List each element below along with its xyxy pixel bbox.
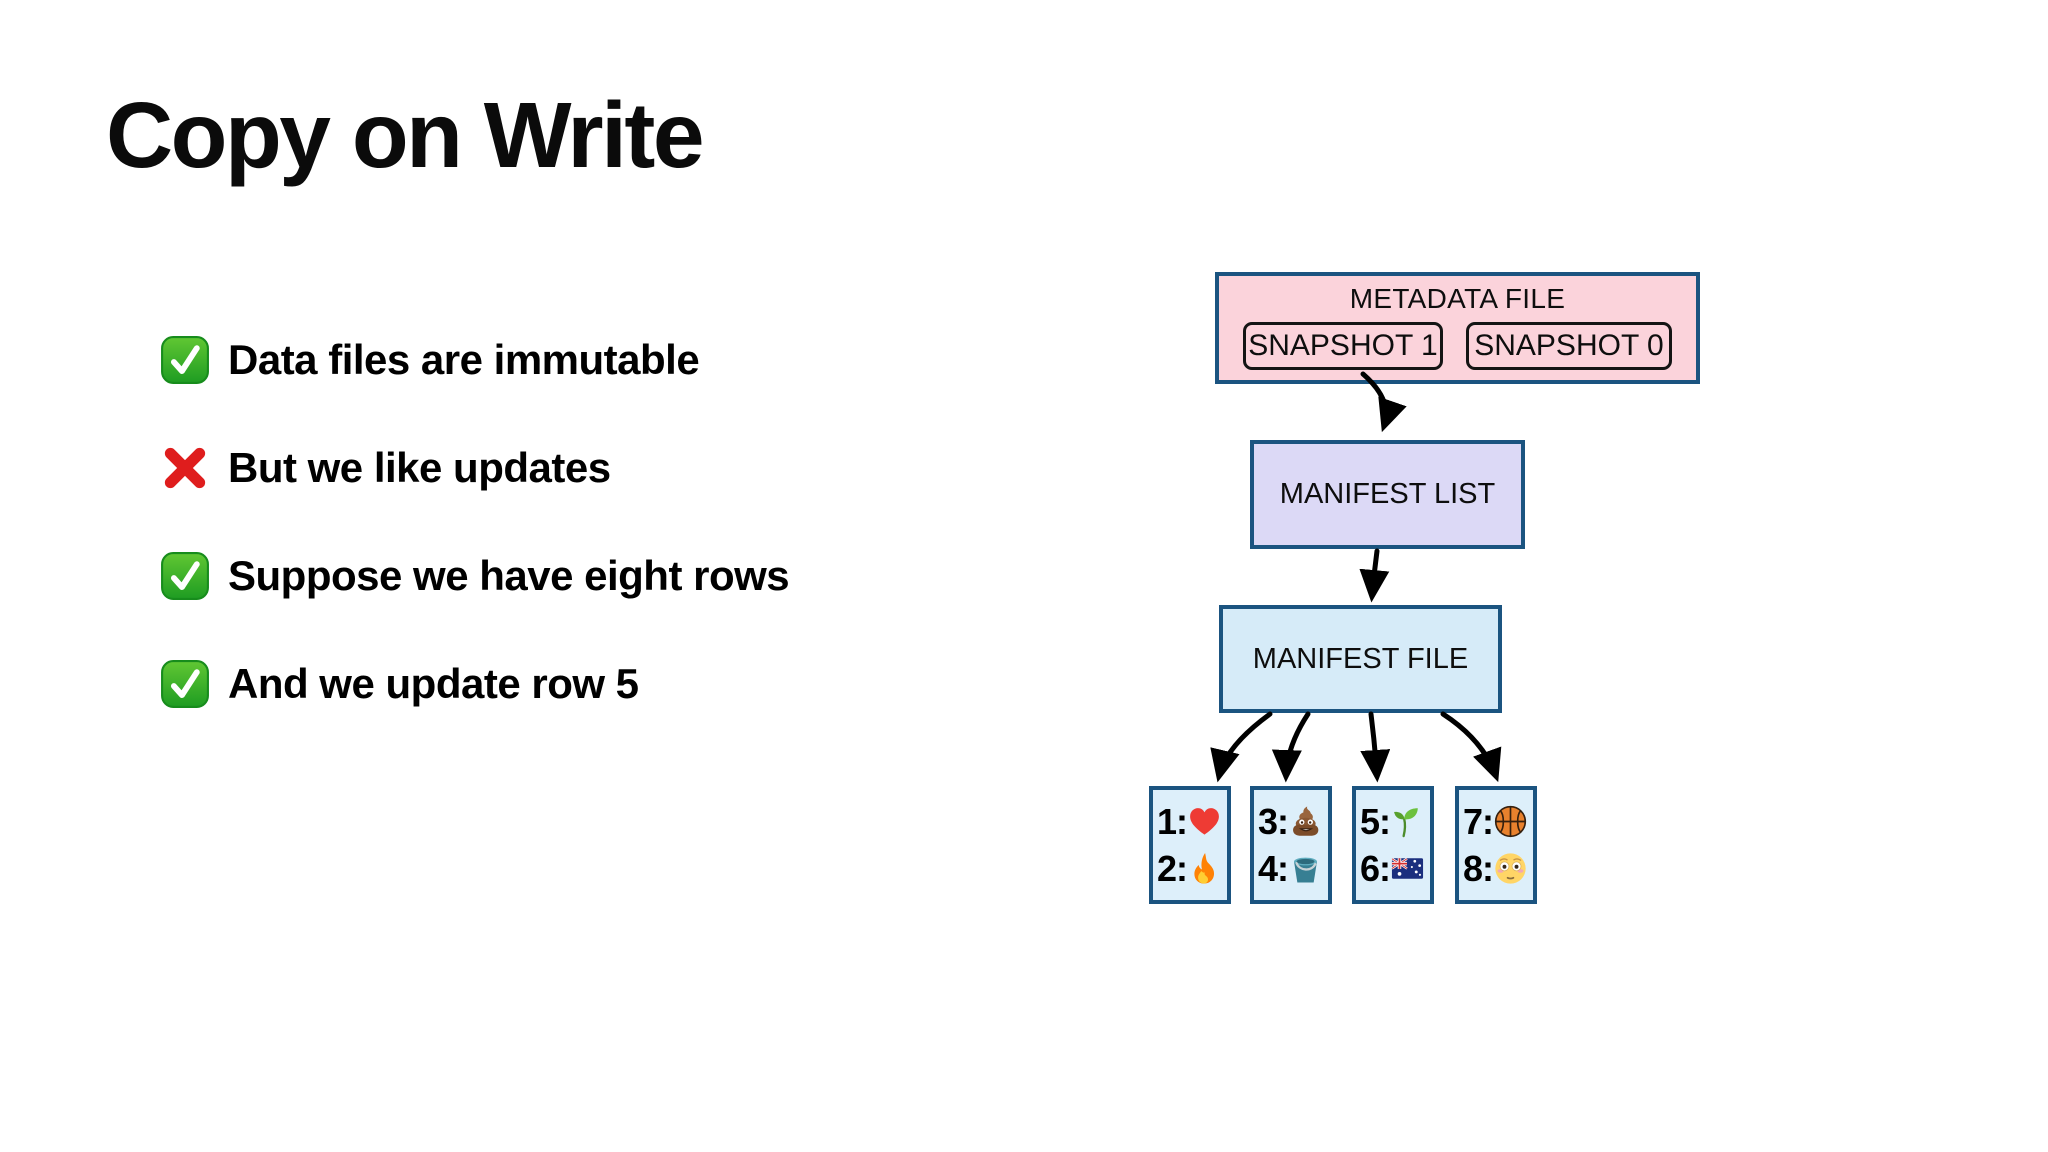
- australia-flag-emoji-icon: [1390, 851, 1425, 886]
- heart-emoji-icon: [1187, 804, 1222, 839]
- data-file-box-4: 7: 8:: [1455, 786, 1537, 904]
- snapshot-0-box: SNAPSHOT 0: [1466, 322, 1672, 370]
- flushed-face-emoji-icon: [1493, 851, 1528, 886]
- data-row: 5:: [1360, 801, 1430, 843]
- arrow-manifest-file-to-data-file-4: [1440, 711, 1502, 783]
- check-icon: [160, 551, 210, 601]
- snapshot-1-label: SNAPSHOT 1: [1248, 329, 1438, 362]
- metadata-file-label: METADATA FILE: [1349, 283, 1566, 314]
- cross-icon: [160, 443, 210, 493]
- data-file-box-1: 1: 2:: [1149, 786, 1231, 904]
- bullet-text: And we update row 5: [228, 660, 639, 707]
- bullet-item: And we update row 5: [160, 659, 789, 709]
- seedling-emoji-icon: [1390, 804, 1425, 839]
- data-row: 3:: [1258, 801, 1328, 843]
- bullet-list: Data files are immutable But we like upd…: [160, 335, 790, 767]
- row-label: 1:: [1157, 800, 1188, 842]
- data-file-box-3: 5: 6:: [1352, 786, 1434, 904]
- row-label: 2:: [1157, 847, 1188, 889]
- bullet-item: But we like updates: [160, 443, 789, 493]
- fire-emoji-icon: [1187, 851, 1222, 886]
- data-row: 6:: [1360, 848, 1430, 890]
- arrow-manifest-list-to-manifest-file: [1359, 548, 1390, 603]
- bullet-item: Data files are immutable: [160, 335, 789, 385]
- bucket-emoji-icon: [1288, 851, 1323, 886]
- manifest-list-label: MANIFEST LIST: [1279, 478, 1496, 510]
- manifest-file-box: MANIFEST FILE: [1219, 605, 1502, 713]
- data-file-box-2: 3: 4:: [1250, 786, 1332, 904]
- arrow-manifest-file-to-data-file-3: [1360, 711, 1391, 783]
- data-row: 7:: [1463, 801, 1533, 843]
- metadata-file-box: METADATA FILE SNAPSHOT 1 SNAPSHOT 0: [1215, 272, 1700, 384]
- data-row: 8:: [1463, 848, 1533, 890]
- row-label: 7:: [1463, 800, 1494, 842]
- bullet-text: But we like updates: [228, 444, 611, 491]
- row-label: 4:: [1258, 847, 1289, 889]
- row-label: 6:: [1360, 847, 1391, 889]
- data-row: 1:: [1157, 801, 1227, 843]
- bullet-item: Suppose we have eight rows: [160, 551, 790, 601]
- page-title: Copy on Write: [106, 83, 705, 187]
- snapshot-1-box: SNAPSHOT 1: [1243, 322, 1443, 370]
- arrow-manifest-file-to-data-file-1: [1210, 711, 1273, 783]
- data-row: 2:: [1157, 848, 1227, 890]
- manifest-list-box: MANIFEST LIST: [1250, 440, 1525, 549]
- poop-emoji-icon: [1288, 804, 1323, 839]
- snapshot-row: SNAPSHOT 1 SNAPSHOT 0: [1219, 322, 1696, 370]
- row-label: 5:: [1360, 800, 1391, 842]
- bullet-text: Suppose we have eight rows: [228, 552, 790, 599]
- row-label: 3:: [1258, 800, 1289, 842]
- bullet-text: Data files are immutable: [228, 336, 700, 383]
- check-icon: [160, 659, 210, 709]
- arrow-manifest-file-to-data-file-2: [1271, 711, 1311, 783]
- row-label: 8:: [1463, 847, 1494, 889]
- snapshot-0-label: SNAPSHOT 0: [1474, 329, 1664, 362]
- check-icon: [160, 335, 210, 385]
- basketball-emoji-icon: [1493, 804, 1528, 839]
- data-row: 4:: [1258, 848, 1328, 890]
- manifest-file-label: MANIFEST FILE: [1252, 642, 1469, 675]
